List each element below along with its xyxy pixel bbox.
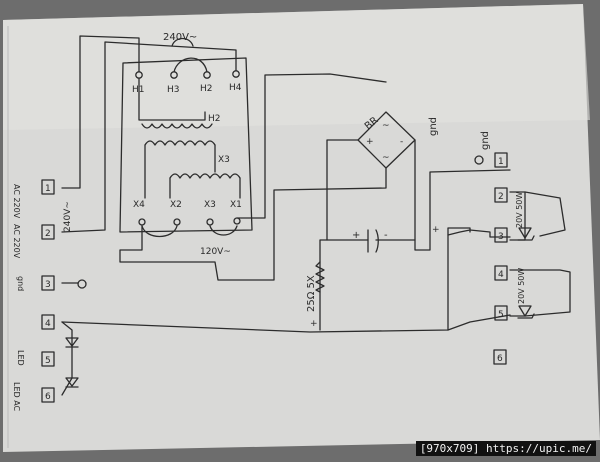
transformer-label-120: 120V~ <box>200 247 231 257</box>
winding-label-h2: H2 <box>208 114 221 124</box>
terminal-x2 <box>173 218 181 226</box>
label-x3: X3 <box>204 200 216 210</box>
primary-winding <box>141 123 213 129</box>
wire-x1-bridge <box>236 73 387 219</box>
terminal-x3 <box>206 218 214 226</box>
jumper-h3-h2 <box>173 57 208 73</box>
bridge-minus: - <box>400 137 403 147</box>
zener-1-label: 20V 50W <box>515 192 524 228</box>
rail-plus-mark: + <box>432 225 440 235</box>
winding-label-x3: X3 <box>218 155 230 165</box>
left-pin-4 <box>41 314 55 330</box>
diode-2 <box>65 377 79 387</box>
right-pin-3 <box>494 227 508 243</box>
resistor-label: 25Ω 5X <box>306 275 317 312</box>
right-pin-2 <box>494 187 508 203</box>
label-h4: H4 <box>229 83 242 93</box>
left-voltage-label: 240V~ <box>63 201 73 232</box>
left-connector: 1 2 3 4 5 6 AC 220V AC 220V gnd LED LED … <box>12 179 87 412</box>
zener-1 <box>518 227 532 239</box>
right-pin-1-number: 1 <box>498 157 504 167</box>
bridge-ac2: ~ <box>382 153 390 163</box>
label-h1: H1 <box>132 85 145 95</box>
bridge-gnd-label: gnd <box>428 117 439 136</box>
wiring: + - + + <box>61 35 571 396</box>
resistor-plus-mark: + <box>310 319 318 329</box>
wire-bridge-minus <box>414 139 511 251</box>
left-pin-5-label: LED <box>16 350 25 366</box>
resistor <box>315 261 325 293</box>
right-gnd-label: gnd <box>480 131 491 150</box>
right-pin-5 <box>494 305 508 321</box>
right-connector: 1 2 3 4 5 gnd 20V 50W 20V 50W 6 <box>474 131 526 365</box>
left-pin-1-number: 1 <box>45 184 51 194</box>
right-pin-5-number: 5 <box>498 310 504 320</box>
page-number-box <box>493 349 507 365</box>
diode-1 <box>65 337 79 347</box>
ground-symbol-left <box>77 279 87 289</box>
left-pin-1-label: AC 220V <box>12 184 21 219</box>
zener-2 <box>518 305 532 317</box>
wire-bottom-rail <box>61 227 471 333</box>
left-pin-3-number: 3 <box>45 280 51 290</box>
right-pin-1 <box>494 152 508 168</box>
zener-2-label: 20V 50W <box>517 268 526 304</box>
right-pin-4 <box>494 265 508 281</box>
page-number: 6 <box>497 354 503 364</box>
transformer-label-240: 240V~ <box>163 32 197 43</box>
bridge-plus: + <box>366 137 374 147</box>
left-pin-2-number: 2 <box>45 229 51 239</box>
left-pin-6-label: LED AC <box>12 382 21 412</box>
label-h3: H3 <box>167 85 180 95</box>
right-pin-2-number: 2 <box>498 192 504 202</box>
right-pin-4-number: 4 <box>498 270 504 280</box>
left-pin-4-number: 4 <box>45 319 51 329</box>
label-h2: H2 <box>200 84 213 94</box>
capacitor-plus: + <box>352 230 360 241</box>
left-pin-6 <box>41 387 55 403</box>
jumper-x4-x2 <box>141 225 178 238</box>
bridge-ac1: ~ <box>382 121 390 131</box>
label-x4: X4 <box>133 200 145 210</box>
secondary-winding-b <box>169 173 241 179</box>
left-pin-3 <box>41 275 55 291</box>
transformer: 240V~ H1 H3 H2 H4 H2 X3 X4 X2 X3 X1 120V… <box>119 32 253 257</box>
wire-h4-pin2 <box>61 41 237 233</box>
left-pin-6-number: 6 <box>45 392 51 402</box>
left-pin-5-number: 5 <box>45 356 51 366</box>
wire-h1-pin1 <box>61 35 140 189</box>
label-x1: X1 <box>230 200 242 210</box>
left-pin-3-label: gnd <box>16 276 25 291</box>
transformer-core <box>119 57 253 233</box>
terminal-x4 <box>138 218 146 226</box>
left-pin-5 <box>41 351 55 367</box>
left-pin-1 <box>41 179 55 195</box>
wire-x4-bridge <box>119 167 387 281</box>
watermark: [970x709] https://upic.me/ <box>415 441 596 456</box>
secondary-winding-a <box>144 140 216 146</box>
capacitor-plate-negative <box>375 229 379 253</box>
capacitor-minus: - <box>384 230 388 241</box>
left-pin-2 <box>41 224 55 240</box>
ground-symbol-right <box>474 155 484 165</box>
label-x2: X2 <box>170 200 182 210</box>
jumper-x3-x1 <box>209 225 238 236</box>
bridge-rectifier: BR + - ~ ~ gnd <box>357 111 439 169</box>
right-pin-3-number: 3 <box>498 232 504 242</box>
left-pin-2-label: AC 220V <box>12 224 21 259</box>
